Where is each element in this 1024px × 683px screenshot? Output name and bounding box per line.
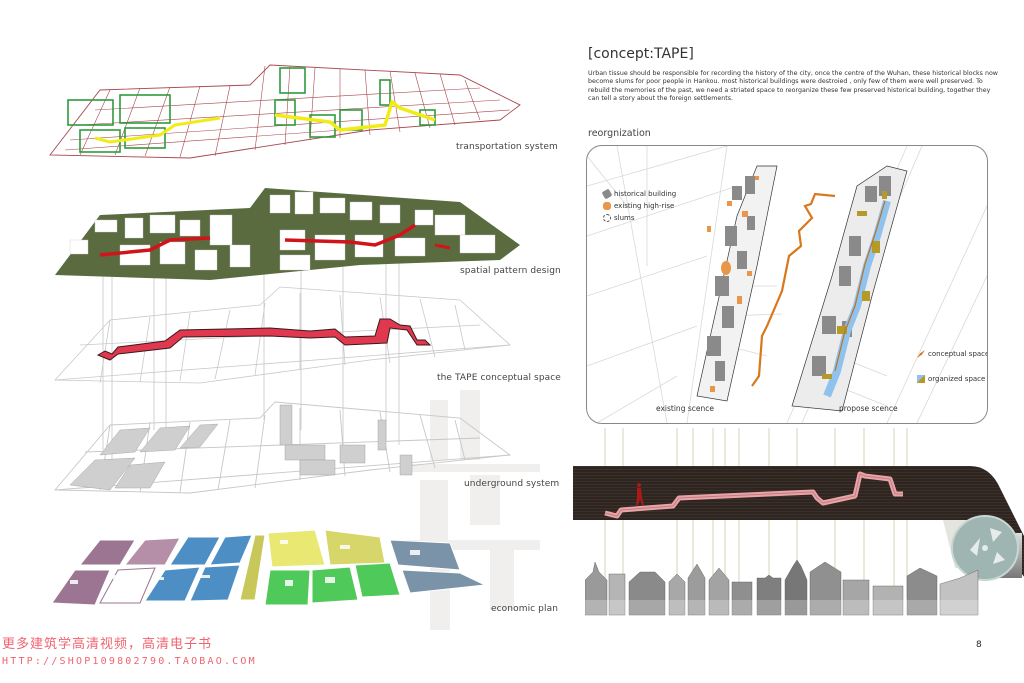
organized-space-icon xyxy=(917,375,925,383)
page-number: 8 xyxy=(976,640,982,650)
legend-existing-high-rise: existing high-rise xyxy=(603,202,674,210)
layer-label-underground: underground system xyxy=(464,479,560,489)
layer-label-tape: the TAPE conceptual space xyxy=(437,373,561,383)
watermark-chinese-text: 更多建筑学高清视频，高清电子书 xyxy=(2,637,213,652)
historic-buildings-panorama xyxy=(585,560,979,616)
concept-title: [concept:TAPE] xyxy=(588,46,694,62)
walking-person-icon xyxy=(636,483,644,505)
concept-description: Urban tissue should be responsible for r… xyxy=(588,70,998,103)
reorganization-map: historical building existing high-rise s… xyxy=(586,145,988,424)
transportation-system-layer xyxy=(49,64,521,159)
underground-system-layer xyxy=(54,401,512,494)
reorganization-subheading: reorgnization xyxy=(588,128,651,139)
historical-building-icon xyxy=(601,188,613,200)
layer-label-economic: economic plan xyxy=(491,604,559,614)
existing-scene-label: existing scence xyxy=(656,404,714,413)
tape-conceptual-layer xyxy=(54,286,511,384)
layer-label-transportation: transportation system xyxy=(456,142,558,152)
propose-scene-label: propose scence xyxy=(839,404,898,413)
map-street-background xyxy=(587,146,987,423)
legend-conceptual-space: conceptual space xyxy=(917,350,987,358)
conceptual-space-icon xyxy=(917,350,925,358)
legend-slums: slums xyxy=(603,214,635,222)
spatial-pattern-layer xyxy=(55,188,520,280)
economic-plan-layer xyxy=(51,529,487,606)
watermark-url-link[interactable]: HTTP://SHOP109802790.TAOBAO.COM xyxy=(2,656,257,667)
layer-label-spatial: spatial pattern design xyxy=(460,266,561,276)
high-rise-icon xyxy=(603,202,611,210)
legend-organized-space: organized space xyxy=(917,375,985,383)
slums-icon xyxy=(603,214,611,222)
legend-historical-building: historical building xyxy=(601,188,676,200)
